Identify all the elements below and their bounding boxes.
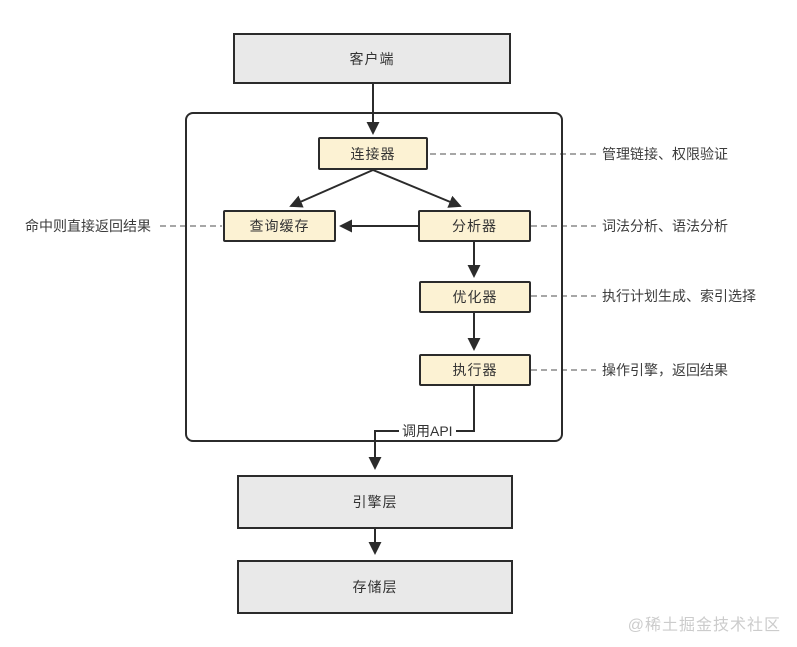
node-analyzer-label: 分析器 <box>452 218 497 234</box>
note-query-cache: 命中则直接返回结果 <box>25 218 151 234</box>
note-connector: 管理链接、权限验证 <box>602 146 728 162</box>
node-query-cache-label: 查询缓存 <box>249 218 310 234</box>
node-analyzer: 分析器 <box>418 210 531 242</box>
node-storage-layer: 存储层 <box>237 560 513 614</box>
node-connector-label: 连接器 <box>350 145 396 162</box>
node-connector: 连接器 <box>318 137 428 170</box>
node-client-label: 客户端 <box>349 50 395 67</box>
server-layer-frame <box>185 112 563 442</box>
node-executor: 执行器 <box>419 354 531 386</box>
watermark-text: @稀土掘金技术社区 <box>627 617 781 634</box>
note-analyzer: 词法分析、语法分析 <box>602 218 728 234</box>
node-storage-layer-label: 存储层 <box>352 579 398 595</box>
node-optimizer: 优化器 <box>419 281 531 313</box>
note-optimizer: 执行计划生成、索引选择 <box>602 288 756 304</box>
node-executor-label: 执行器 <box>452 362 498 378</box>
node-optimizer-label: 优化器 <box>452 289 498 305</box>
node-client: 客户端 <box>233 33 511 84</box>
edge-connector-to-cache <box>289 169 374 208</box>
node-engine-layer-label: 引擎层 <box>352 494 398 510</box>
edge-label-call-api: 调用API <box>399 423 456 439</box>
edge-connector-to-analyzer <box>372 169 462 208</box>
node-query-cache: 查询缓存 <box>223 210 336 242</box>
note-executor: 操作引擎，返回结果 <box>602 362 728 378</box>
node-engine-layer: 引擎层 <box>237 475 513 529</box>
